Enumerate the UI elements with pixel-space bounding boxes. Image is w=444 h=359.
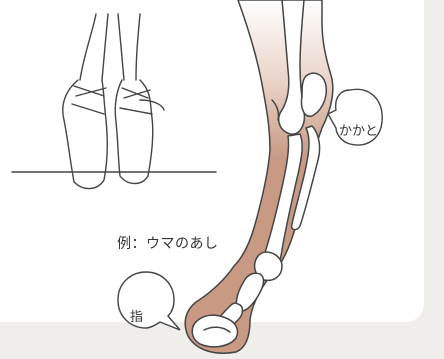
toe-label: 指 xyxy=(130,306,143,325)
horse-leg-icon xyxy=(185,0,333,353)
figure-caption: 例：ウマのあし xyxy=(117,233,219,253)
heel-label: かかと xyxy=(339,120,378,139)
pointe-shoes-icon xyxy=(12,14,216,189)
coffin-bone xyxy=(192,315,237,347)
toe-callout xyxy=(118,272,180,330)
